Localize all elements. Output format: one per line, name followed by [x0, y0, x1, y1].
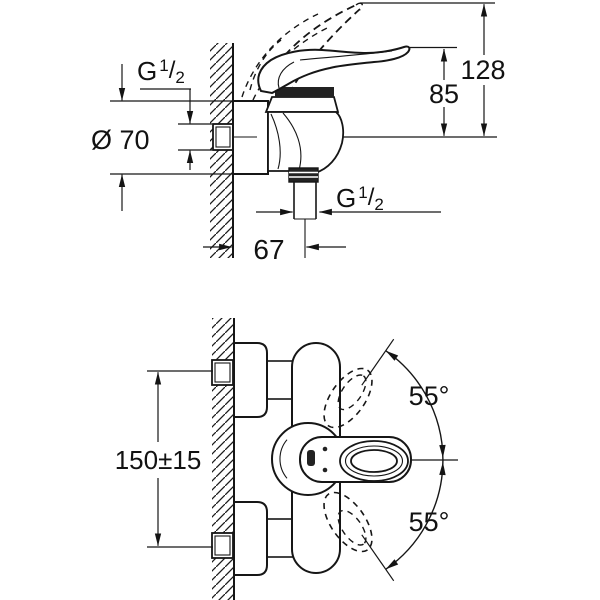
lever-down-ring	[337, 509, 367, 546]
swing-arc-3	[249, 39, 282, 91]
indicator-dot-top	[322, 446, 328, 452]
escutcheon-top-front	[233, 342, 268, 418]
dim-85-label: 85	[429, 79, 459, 109]
angle-leg-lower	[361, 534, 395, 582]
hose-coupling	[288, 167, 319, 183]
lever-detail-1	[277, 61, 295, 89]
body-contour-2	[270, 113, 281, 170]
dim-escutcheon-diameter: Ø 70	[91, 64, 150, 211]
lever-down-outline	[323, 491, 373, 553]
indicator-bar	[307, 450, 315, 466]
angle-label-upper: 55°	[409, 381, 450, 411]
dim-67-label: 67	[253, 234, 284, 265]
union-nut-top-inner	[214, 362, 231, 383]
lever-down-dashed	[323, 491, 373, 553]
wall-hatch-front	[212, 318, 234, 600]
raised-lever-outline-left	[261, 4, 357, 88]
dim-lever-height: 85	[429, 48, 459, 137]
swing-arc-front	[385, 350, 444, 570]
dim-connection-spacing: 150±15	[115, 370, 213, 548]
dim-150-label: 150±15	[115, 445, 202, 475]
dim-diameter-label: Ø 70	[91, 125, 150, 155]
union-nut-side-inner	[215, 126, 231, 148]
body-contour-1	[282, 112, 302, 171]
lever-handle-side	[257, 45, 411, 95]
angle-leg-upper	[361, 338, 395, 386]
swing-arc-1	[241, 13, 319, 98]
pipe-top	[266, 360, 294, 400]
lever-detail-2	[299, 50, 393, 61]
body-collar	[264, 96, 340, 113]
front-view: 55° 55° 150±15	[115, 318, 458, 600]
lever-ring-inner	[350, 449, 398, 473]
escutcheon-bottom-front	[233, 501, 268, 576]
union-nut-bottom-inner	[214, 535, 231, 556]
arc-arrow-mid-up	[439, 461, 447, 476]
dome-inner-arc	[279, 439, 288, 479]
lever-swing-dashes	[241, 13, 332, 101]
lever-up-ring	[337, 374, 367, 411]
dim-128-label: 128	[460, 55, 505, 85]
dim-wall-offset: 67	[203, 234, 346, 265]
dim-lever-raised-height: 128	[460, 3, 506, 137]
cartridge-band	[275, 87, 334, 97]
pipe-bottom	[266, 518, 294, 558]
indicator-dot-bottom	[322, 467, 328, 473]
angle-label-lower: 55°	[409, 507, 450, 537]
arc-arrow-mid-down	[439, 444, 447, 459]
raised-lever-tip	[355, 2, 363, 11]
